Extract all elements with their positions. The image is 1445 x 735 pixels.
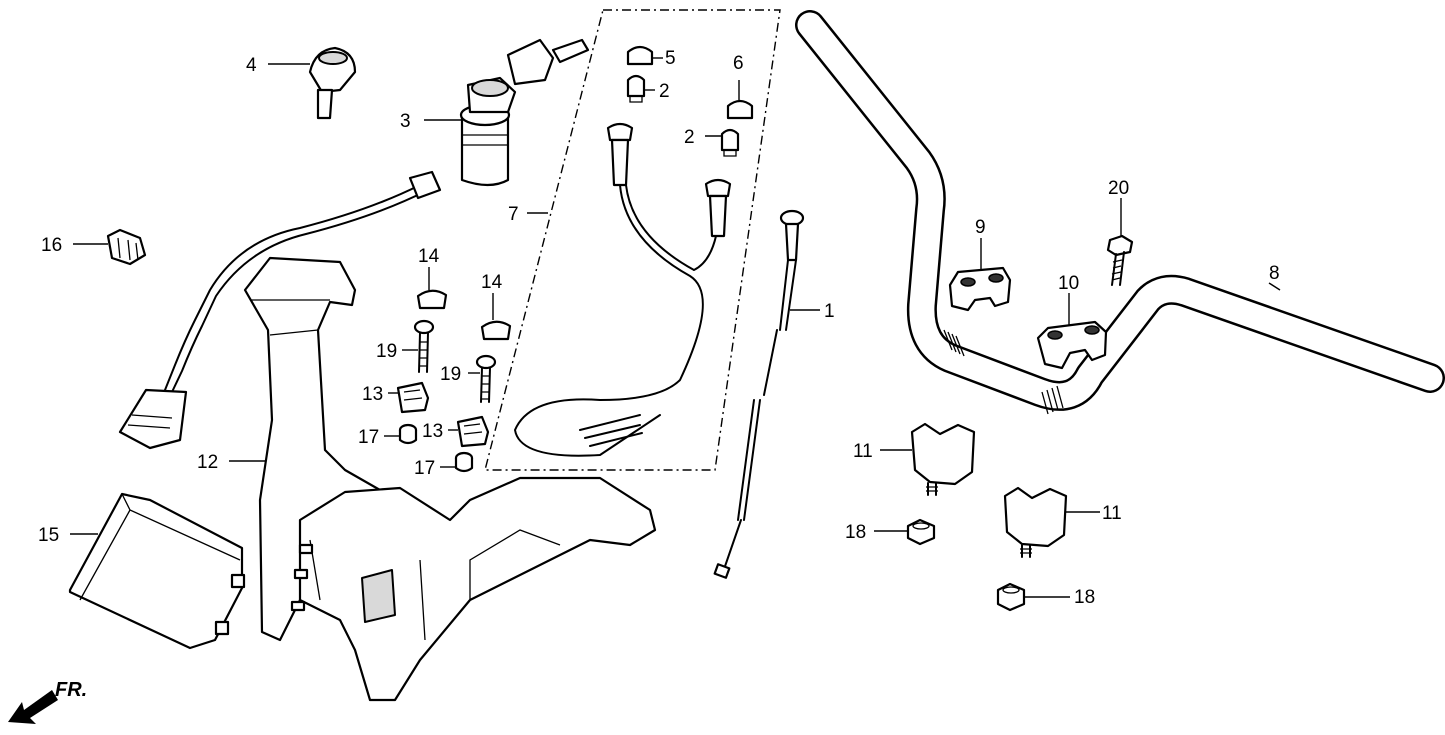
collar-17a (398, 423, 418, 445)
callout-17b: 17 (414, 458, 435, 479)
callout-10: 10 (1058, 273, 1079, 294)
subassembly-frame (484, 9, 781, 471)
callout-2b: 2 (684, 127, 695, 148)
callout-2a: 2 (659, 81, 670, 102)
callout-13a: 13 (362, 384, 383, 405)
callout-17a: 17 (358, 427, 379, 448)
lower-holder-11a (910, 422, 976, 496)
callout-labels: 1 2 2 3 4 5 6 7 8 9 10 11 11 12 13 13 14… (38, 48, 1280, 608)
callout-18b: 18 (1074, 587, 1095, 608)
upper-holder-9 (948, 266, 1012, 312)
callout-5: 5 (665, 48, 676, 69)
callout-9: 9 (975, 217, 986, 238)
callout-14a: 14 (418, 246, 440, 267)
key-4 (308, 46, 357, 120)
clip-13b (456, 415, 490, 448)
front-cover (290, 476, 657, 702)
lower-holder-11b (1003, 486, 1068, 558)
nut-18b (996, 582, 1026, 612)
callout-13b: 13 (422, 421, 443, 442)
knurl-mark (943, 329, 1064, 415)
callout-11a: 11 (853, 441, 873, 462)
upper-holder-10 (1036, 320, 1108, 370)
bolt-20 (1106, 234, 1134, 286)
bulb-2b (720, 128, 740, 157)
callout-6: 6 (733, 53, 744, 74)
cap-6 (726, 99, 754, 120)
callout-4: 4 (246, 55, 257, 76)
callout-19a: 19 (376, 341, 397, 362)
clip-13a (396, 381, 430, 414)
callout-12: 12 (197, 452, 218, 473)
front-label: FR. (55, 679, 87, 701)
front-arrow-icon (8, 690, 58, 724)
screw-19b (475, 354, 497, 403)
callout-16: 16 (41, 235, 62, 256)
handlebar (795, 10, 1445, 415)
socket-harness-7 (514, 122, 732, 457)
choke-cable (713, 209, 805, 579)
front-direction-indicator: FR. (8, 679, 87, 724)
screw-19a (413, 319, 435, 373)
nut-18a (906, 518, 936, 546)
box-15 (68, 492, 246, 650)
callout-3: 3 (400, 111, 411, 132)
callout-18a: 18 (845, 522, 866, 543)
grommet-14a (416, 289, 448, 310)
ignition-switch (118, 38, 590, 450)
collar-17b (454, 451, 474, 473)
callout-19b: 19 (440, 364, 461, 385)
bulb-2a (626, 74, 646, 103)
callout-8: 8 (1269, 263, 1280, 284)
callout-20: 20 (1108, 178, 1129, 199)
callout-15: 15 (38, 525, 59, 546)
callout-1: 1 (824, 301, 835, 322)
clamp-16 (106, 228, 147, 266)
leader-lines (70, 57, 1281, 598)
grommet-14b (480, 320, 512, 341)
callout-7: 7 (508, 204, 519, 225)
cap-5 (626, 45, 654, 66)
callout-14b: 14 (481, 272, 503, 293)
callout-11b: 11 (1102, 503, 1122, 524)
